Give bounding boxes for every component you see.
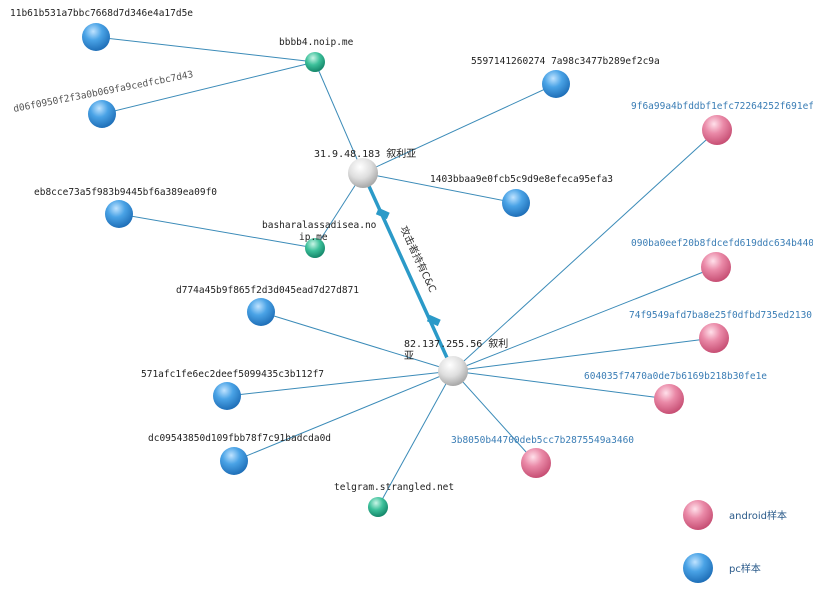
edge <box>233 370 454 462</box>
domain-node-label: basharalassadisea.no <box>262 220 377 231</box>
edge <box>314 61 364 174</box>
edge <box>260 311 454 372</box>
domain-node-telgram[interactable] <box>368 497 388 517</box>
ip-node-31-9-48-183[interactable] <box>348 158 378 188</box>
edges <box>95 36 718 508</box>
edge <box>95 36 316 63</box>
domain-node-bbbb4[interactable] <box>305 52 325 72</box>
pc-sample-node[interactable] <box>88 100 116 128</box>
edge <box>452 266 717 372</box>
domain-node-basharalassadisea[interactable] <box>305 238 325 258</box>
edge <box>452 370 537 464</box>
edge <box>362 172 517 204</box>
pc-sample-node[interactable] <box>105 200 133 228</box>
android-sample-label: 3b8050b44700deb5cc7b2875549a3460 <box>451 435 634 446</box>
android-sample-node[interactable] <box>699 323 729 353</box>
pc-sample-label: 571afc1fe6ec2deef5099435c3b112f7 <box>141 369 324 380</box>
android-sample-label: 9f6a99a4bfddbf1efc72264252f691ef <box>631 101 813 112</box>
domain-node-label-line2: ip.me <box>299 232 328 243</box>
edge-marker <box>375 207 390 220</box>
pc-sample-node[interactable] <box>82 23 110 51</box>
android-sample-label: 090ba0eef20b8fdcefd619ddc634b440 <box>631 238 813 249</box>
domain-node-label: telgram.strangled.net <box>334 482 454 493</box>
edge <box>452 129 718 372</box>
pc-sample-label: d774a45b9f865f2d3d045ead7d27d871 <box>176 285 359 296</box>
android-sample-label: 74f9549afd7ba8e25f0dfbd735ed2130 <box>629 310 812 321</box>
pc-sample-node[interactable] <box>542 70 570 98</box>
legend-pc-swatch <box>683 553 713 583</box>
pc-sample-node[interactable] <box>247 298 275 326</box>
legend-android-swatch <box>683 500 713 530</box>
android-sample-node[interactable] <box>701 252 731 282</box>
edge <box>226 370 454 397</box>
pc-sample-label: 11b61b531a7bbc7668d7d346e4a17d5e <box>10 8 193 19</box>
pc-sample-label: 5597141260274 7a98c3477b289ef2c9a <box>471 56 660 67</box>
edge <box>362 83 557 174</box>
ip-node-label-line2: 亚 <box>404 351 414 362</box>
pc-sample-label: dc09543850d109fbb78f7c91badcda0d <box>148 433 331 444</box>
android-sample-node[interactable] <box>654 384 684 414</box>
legend-android-label: android样本 <box>729 509 787 522</box>
pc-sample-node[interactable] <box>220 447 248 475</box>
ip-node-label: 82.137.255.56 叙利 <box>404 337 508 350</box>
edge-marker <box>426 314 441 327</box>
legend-pc-label: pc样本 <box>729 562 761 575</box>
ip-node-82-137-255-56[interactable] <box>438 356 468 386</box>
legend: android样本 pc样本 <box>683 500 787 583</box>
edge <box>452 337 715 372</box>
edge <box>118 213 316 249</box>
edge <box>101 61 316 115</box>
android-sample-node[interactable] <box>702 115 732 145</box>
edge <box>452 370 670 400</box>
ip-node-label: 31.9.48.183 叙利亚 <box>314 147 416 160</box>
pc-sample-label: eb8cce73a5f983b9445bf6a389ea09f0 <box>34 187 217 198</box>
edge <box>377 370 454 508</box>
pc-sample-node[interactable] <box>502 189 530 217</box>
domain-node-label: bbbb4.noip.me <box>279 37 354 48</box>
pc-sample-node[interactable] <box>213 382 241 410</box>
android-sample-label: 604035f7470a0de7b6169b218b30fe1e <box>584 371 767 382</box>
pc-sample-label: 1403bbaa9e0fcb5c9d9e8efeca95efa3 <box>430 174 613 185</box>
android-sample-node[interactable] <box>521 448 551 478</box>
